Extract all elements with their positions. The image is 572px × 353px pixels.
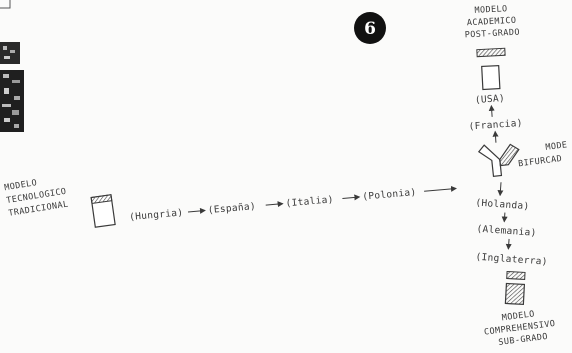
country-italia: (Italia) xyxy=(285,194,334,209)
country-holanda: (Holanda) xyxy=(475,198,530,213)
traditional-model-icon xyxy=(90,194,116,228)
comprehensive-model-icon xyxy=(504,270,526,306)
arrow-alemania-inglaterra xyxy=(505,238,512,250)
academic-label-line-3: POST-GRADO xyxy=(464,28,520,41)
comprehensive-model-label: MODELO COMPREHENSIVO SUB-GRADO xyxy=(484,309,556,348)
academic-model-label: MODELO ACADEMICO POST-GRADO xyxy=(464,4,520,41)
bifurcated-label-line-2: BIFURCAD xyxy=(518,154,563,169)
country-espana: (España) xyxy=(207,201,256,216)
country-francia: (Francia) xyxy=(468,118,523,133)
figure-number: 6 xyxy=(364,19,376,39)
comprehensive-label-line-1: MODELO xyxy=(501,309,535,323)
traditional-model-label: MODELO TECNOLOGICO TRADICIONAL xyxy=(4,178,70,219)
academic-label-line-2: ACADEMICO xyxy=(467,16,517,29)
downward-country-branch: (Holanda) (Alemania) (Inglaterra) xyxy=(475,182,548,268)
arrow-holanda-alemania xyxy=(501,212,508,223)
arrow-francia-usa xyxy=(488,104,495,117)
arrow-hungria-espana xyxy=(187,207,206,214)
bifurcated-label-line-1: MODE xyxy=(545,140,568,153)
academic-label-line-1: MODELO xyxy=(474,4,508,16)
country-polonia: (Polonia) xyxy=(362,187,417,203)
left-edge-frame-fragment xyxy=(0,0,11,9)
arrow-polonia-bifurcated xyxy=(424,185,457,192)
country-usa: (USA) xyxy=(475,93,506,106)
arrow-italia-polonia xyxy=(342,194,361,201)
bifurcated-model-label: MODE BIFURCAD xyxy=(518,140,568,169)
arrow-espana-italia xyxy=(265,201,284,208)
upward-country-branch: (USA) (Francia) xyxy=(468,93,523,143)
left-edge-map-fragment xyxy=(0,42,24,132)
arrow-bifurcated-francia xyxy=(492,130,499,143)
academic-model-icon xyxy=(476,47,506,91)
horizontal-country-chain: (Hungria) (España) (Italia) (Polonia) xyxy=(129,185,457,223)
country-hungria: (Hungria) xyxy=(129,207,184,223)
country-inglaterra: (Inglaterra) xyxy=(475,252,548,268)
bifurcated-model-icon xyxy=(477,143,520,178)
figure-number-badge: 6 xyxy=(354,12,386,44)
arrow-bifurcated-holanda xyxy=(497,182,504,197)
country-alemania: (Alemania) xyxy=(476,224,537,239)
